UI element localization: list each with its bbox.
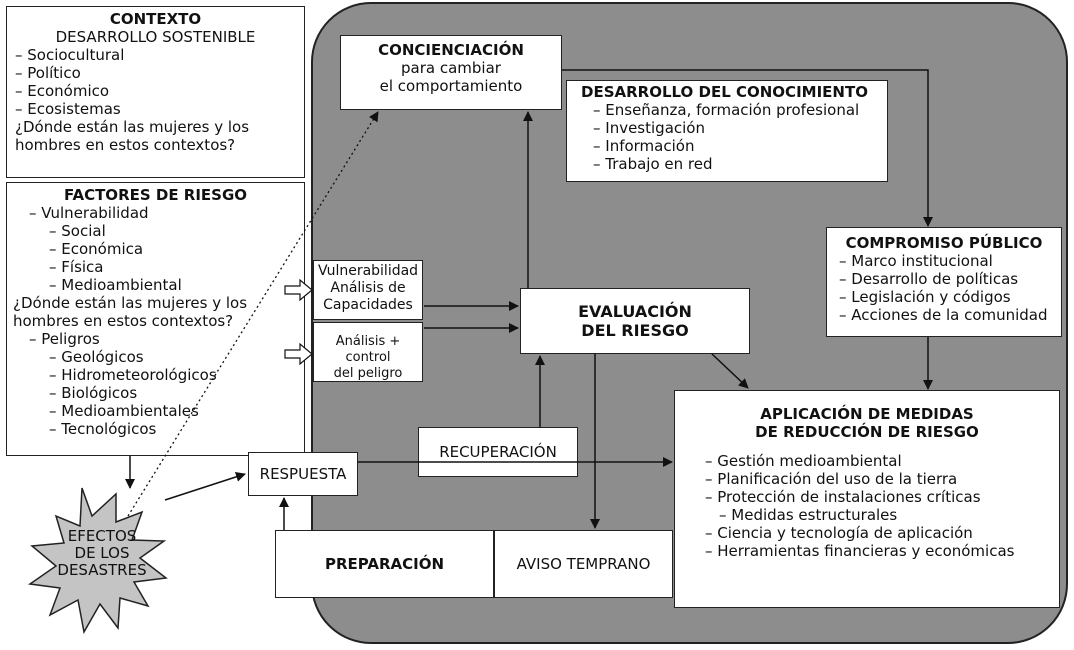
- contexto-item: – Político: [15, 64, 81, 82]
- hollow-arrow-peligro: [284, 342, 313, 366]
- arrow-concienciacion-to-compromiso: [562, 69, 933, 227]
- factores-peligro-item: – Biológicos: [49, 384, 138, 402]
- aplicacion-item: – Herramientas financieras y económicas: [705, 542, 1015, 560]
- contexto-box: CONTEXTO DESARROLLO SOSTENIBLE – Sociocu…: [6, 6, 305, 178]
- aplicacion-item: – Gestión medioambiental: [705, 452, 902, 470]
- factores-peligro-item: – Medioambientales: [49, 402, 199, 420]
- compromiso-item: – Desarrollo de políticas: [839, 270, 1019, 288]
- efectos-line: DESASTRES: [57, 561, 147, 579]
- compromiso-publico-box: COMPROMISO PÚBLICO – Marco institucional…: [826, 227, 1062, 337]
- factores-question-line: hombres en estos contextos?: [13, 312, 234, 330]
- recuperacion-label: RECUPERACIÓN: [439, 443, 557, 461]
- recuperacion-box: RECUPERACIÓN: [418, 427, 578, 477]
- factores-question-line: ¿Dónde están las mujeres y los: [13, 294, 248, 312]
- aplicacion-title-line: APLICACIÓN DE MEDIDAS: [760, 405, 974, 423]
- aplicacion-title-line: DE REDUCCIÓN DE RIESGO: [755, 423, 979, 441]
- evaluacion-riesgo-box: EVALUACIÓN DEL RIESGO: [520, 288, 750, 354]
- concienciacion-title: CONCIENCIACIÓN: [378, 41, 524, 59]
- factores-peligros: – Peligros: [29, 330, 100, 348]
- divider: [493, 531, 495, 597]
- arrow-evaluacion-to-aplicacion: [711, 353, 749, 389]
- desarrollo-conocimiento-box: DESARROLLO DEL CONOCIMIENTO – Enseñanza,…: [566, 80, 888, 182]
- explosion-burst-shape: [27, 487, 168, 635]
- analisis-line: Análisis + control: [335, 334, 401, 365]
- vulnerabilidad-line: Vulnerabilidad: [317, 263, 419, 279]
- efectos-line: DE LOS: [74, 544, 130, 562]
- aplicacion-item: – Protección de instalaciones críticas: [705, 488, 981, 506]
- compromiso-item: – Acciones de la comunidad: [839, 306, 1048, 324]
- contexto-item: – Ecosistemas: [15, 100, 121, 118]
- vulnerabilidad-line: Análisis de: [330, 280, 406, 296]
- vulnerabilidad-line: Capacidades: [323, 297, 413, 313]
- factores-title: FACTORES DE RIESGO: [63, 186, 248, 204]
- hollow-arrow-vulnerabilidad: [284, 278, 313, 302]
- conocimiento-item: – Trabajo en red: [593, 155, 713, 173]
- analisis-line: del peligro: [333, 366, 403, 381]
- vulnerabilidad-analisis-box: Vulnerabilidad Análisis de Capacidades: [313, 260, 423, 320]
- conocimiento-item: – Información: [593, 137, 695, 155]
- aplicacion-item: – Medidas estructurales: [719, 506, 898, 524]
- factores-vuln-item: – Medioambiental: [49, 276, 182, 294]
- factores-vulnerabilidad: – Vulnerabilidad: [29, 204, 149, 222]
- conocimiento-item: – Enseñanza, formación profesional: [593, 101, 860, 119]
- concienciacion-box: CONCIENCIACIÓN para cambiar el comportam…: [340, 35, 562, 110]
- contexto-subtitle: DESARROLLO SOSTENIBLE: [55, 28, 256, 46]
- evaluacion-line: DEL RIESGO: [581, 321, 689, 340]
- factores-peligro-item: – Hidrometeorológicos: [49, 366, 217, 384]
- factores-peligro-item: – Tecnológicos: [49, 420, 157, 438]
- aplicacion-medidas-box: APLICACIÓN DE MEDIDAS DE REDUCCIÓN DE RI…: [674, 390, 1060, 608]
- contexto-item: – Sociocultural: [15, 46, 125, 64]
- compromiso-item: – Legislación y códigos: [839, 288, 1011, 306]
- aplicacion-item: – Ciencia y tecnología de aplicación: [705, 524, 973, 542]
- preparacion-aviso-box: PREPARACIÓN AVISO TEMPRANO: [275, 530, 673, 598]
- factores-vuln-item: – Social: [49, 222, 106, 240]
- preparacion-label: PREPARACIÓN: [324, 555, 445, 573]
- factores-vuln-item: – Económica: [49, 240, 144, 258]
- contexto-question-line: hombres en estos contextos?: [15, 136, 236, 154]
- factores-vuln-item: – Física: [49, 258, 104, 276]
- compromiso-title: COMPROMISO PÚBLICO: [845, 234, 1043, 252]
- contexto-item: – Económico: [15, 82, 110, 100]
- aviso-temprano-label: AVISO TEMPRANO: [516, 555, 651, 573]
- concienciacion-line: el comportamiento: [379, 77, 523, 95]
- contexto-question-line: ¿Dónde están las mujeres y los: [15, 118, 250, 136]
- respuesta-label: RESPUESTA: [259, 465, 347, 483]
- contexto-title: CONTEXTO: [109, 10, 202, 28]
- conocimiento-title: DESARROLLO DEL CONOCIMIENTO: [581, 83, 868, 101]
- arrow-efectos-to-respuesta: [164, 472, 246, 501]
- efectos-desastres-label: EFECTOS DE LOS DESASTRES: [52, 528, 152, 579]
- dotted-link: [127, 111, 379, 517]
- factores-peligro-item: – Geológicos: [49, 348, 144, 366]
- compromiso-item: – Marco institucional: [839, 252, 993, 270]
- factores-riesgo-box: FACTORES DE RIESGO – Vulnerabilidad – So…: [6, 182, 305, 456]
- conocimiento-item: – Investigación: [593, 119, 705, 137]
- efectos-line: EFECTOS: [67, 527, 137, 545]
- concienciacion-line: para cambiar: [401, 59, 501, 77]
- analisis-peligro-box: Análisis + control del peligro: [313, 322, 423, 382]
- aplicacion-item: – Planificación del uso de la tierra: [705, 470, 958, 488]
- evaluacion-line: EVALUACIÓN: [578, 302, 692, 321]
- respuesta-box: RESPUESTA: [248, 452, 358, 496]
